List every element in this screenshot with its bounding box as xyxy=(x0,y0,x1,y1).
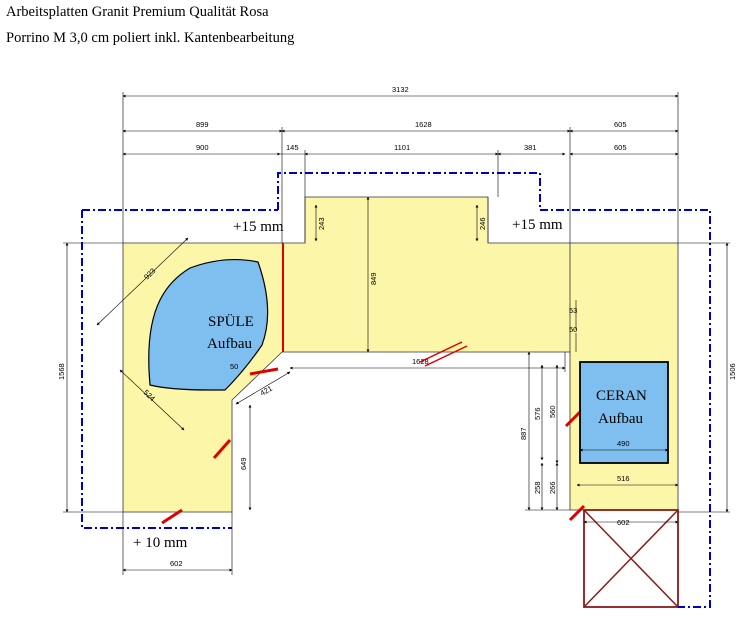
seam-mark-5 xyxy=(564,410,582,428)
seam-mark-2 xyxy=(212,439,232,459)
dim-top-right: 605 xyxy=(614,120,627,129)
crossed-box xyxy=(583,509,679,608)
dim-r266: 266 xyxy=(548,481,557,494)
dim-r50: 50 xyxy=(569,325,577,334)
hob-sub-label: Aufbau xyxy=(598,411,643,427)
dim-row2-b: 381 xyxy=(524,143,537,152)
dim-corner-small: 50 xyxy=(230,362,238,371)
hob-cutout xyxy=(579,361,669,464)
plus10-label: + 10 mm xyxy=(133,535,188,551)
dim-hob-490: 490 xyxy=(617,439,630,448)
dim-top-mid: 1628 xyxy=(415,120,432,129)
dim-corner-421: 421 xyxy=(259,384,274,398)
dim-box-602: 602 xyxy=(617,518,630,527)
title-line-2: Porrino M 3,0 cm poliert inkl. Kantenbea… xyxy=(6,30,295,46)
dim-leg-649: 649 xyxy=(239,457,248,470)
plus15-right: +15 mm xyxy=(512,217,563,233)
plus15-left: +15 mm xyxy=(233,219,284,235)
dim-total-width: 3132 xyxy=(392,85,409,94)
seam-mark-4 xyxy=(161,508,183,525)
dim-r53: 53 xyxy=(569,306,577,315)
dim-r576: 576 xyxy=(533,407,542,420)
seam-mark-6 xyxy=(568,504,586,522)
title-line-1: Arbeitsplatten Granit Premium Qualität R… xyxy=(6,4,269,20)
dim-right-height: 1506 xyxy=(728,363,737,380)
dim-inner-length: 1628 xyxy=(412,357,429,366)
dim-row2-a: 145 xyxy=(286,143,299,152)
dim-notch-left: 243 xyxy=(317,217,326,230)
dim-r560: 560 xyxy=(548,405,557,418)
seam-mark-3 xyxy=(419,341,463,363)
dashed-outline xyxy=(81,172,711,608)
dim-r887: 887 xyxy=(519,427,528,440)
dim-hob-516: 516 xyxy=(617,474,630,483)
dim-row2-right: 605 xyxy=(614,143,627,152)
dim-row2-left: 900 xyxy=(196,143,209,152)
sink-sub-label: Aufbau xyxy=(207,336,252,352)
dim-left-height: 1568 xyxy=(57,363,66,380)
dim-bottom-602: 602 xyxy=(170,559,183,568)
dim-r258: 258 xyxy=(533,481,542,494)
dim-top-left: 899 xyxy=(196,120,209,129)
dim-center-depth: 849 xyxy=(369,272,378,285)
hob-label: CERAN xyxy=(596,388,647,404)
dim-notch-right: 246 xyxy=(478,217,487,230)
sink-label: SPÜLE xyxy=(208,313,254,330)
dim-row2-mid: 1101 xyxy=(394,143,410,152)
